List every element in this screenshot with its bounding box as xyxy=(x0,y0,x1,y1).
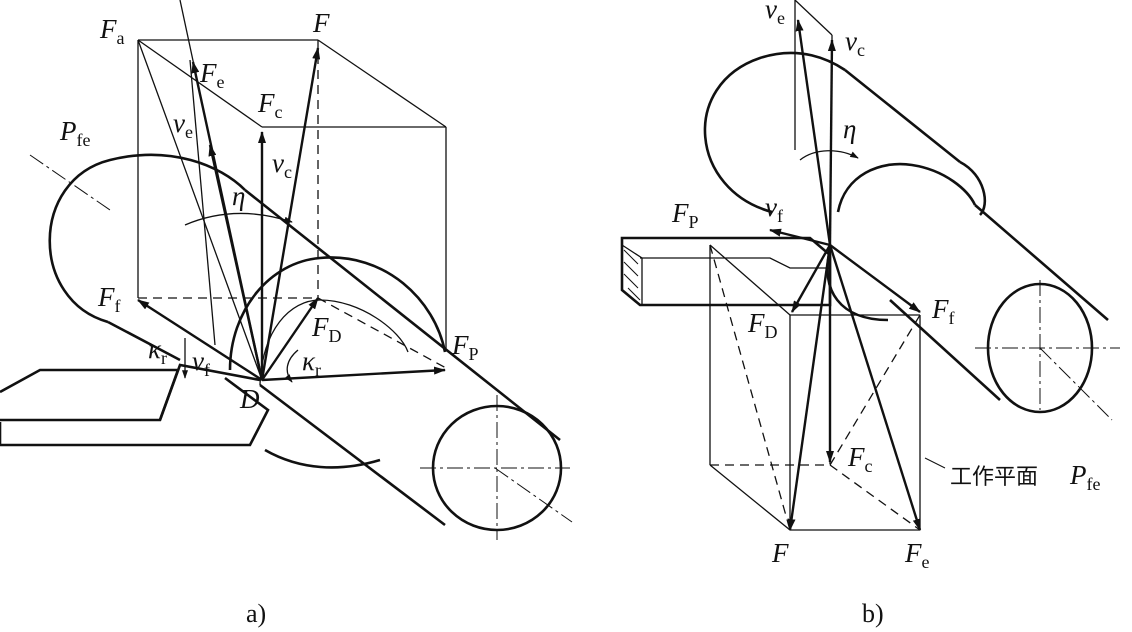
label-b-ve: ve xyxy=(765,0,785,28)
label-Fa: Fa xyxy=(99,14,125,48)
label-D: D xyxy=(239,384,260,414)
label-b-Pfe: Pfe xyxy=(1069,460,1100,494)
cutting-tool-a xyxy=(0,363,270,447)
label-ve: ve xyxy=(173,108,193,142)
label-eta: η xyxy=(232,181,245,211)
force-box-a xyxy=(137,0,447,381)
label-b-Ff: Ff xyxy=(931,294,955,328)
label-Fp: FP xyxy=(451,330,479,364)
label-Fc: Fc xyxy=(257,88,283,122)
label-b-Fp: FP xyxy=(671,198,699,232)
cutting-tool-b xyxy=(620,236,832,307)
label-b-Fc: Fc xyxy=(847,442,873,476)
workpiece-cylinder-b xyxy=(703,51,1120,421)
figure-b: ve vc η FP vf FD Ff Fc 工作平面 Pfe F Fe b) xyxy=(620,0,1120,628)
workpiece-cylinder-a xyxy=(29,153,573,540)
label-b-eta: η xyxy=(843,114,856,144)
figure-a: Fa F Fe Fc ve vc Pfe η Ff FD FP κr vf κr… xyxy=(0,0,573,628)
label-Fe: Fe xyxy=(199,58,225,92)
caption-b: b) xyxy=(862,599,884,628)
force-box-b xyxy=(709,0,921,531)
force-vectors-a xyxy=(137,47,446,383)
label-kr-1: κr xyxy=(148,334,167,368)
label-Pfe: Pfe xyxy=(59,116,90,150)
label-vf: vf xyxy=(192,346,210,380)
label-b-vc: vc xyxy=(845,26,865,60)
label-vc: vc xyxy=(272,148,292,182)
working-plane-label: 工作平面 xyxy=(950,465,1038,490)
label-b-Fe: Fe xyxy=(904,538,930,572)
label-kr-2: κr xyxy=(302,346,321,380)
label-b-FD: FD xyxy=(747,308,778,342)
caption-a: a) xyxy=(246,599,266,628)
force-vectors-b xyxy=(769,19,946,531)
label-F: F xyxy=(312,8,330,38)
label-Ff: Ff xyxy=(97,282,121,316)
label-b-F: F xyxy=(771,538,789,568)
label-FD: FD xyxy=(311,312,342,346)
label-b-vf: vf xyxy=(765,192,783,226)
